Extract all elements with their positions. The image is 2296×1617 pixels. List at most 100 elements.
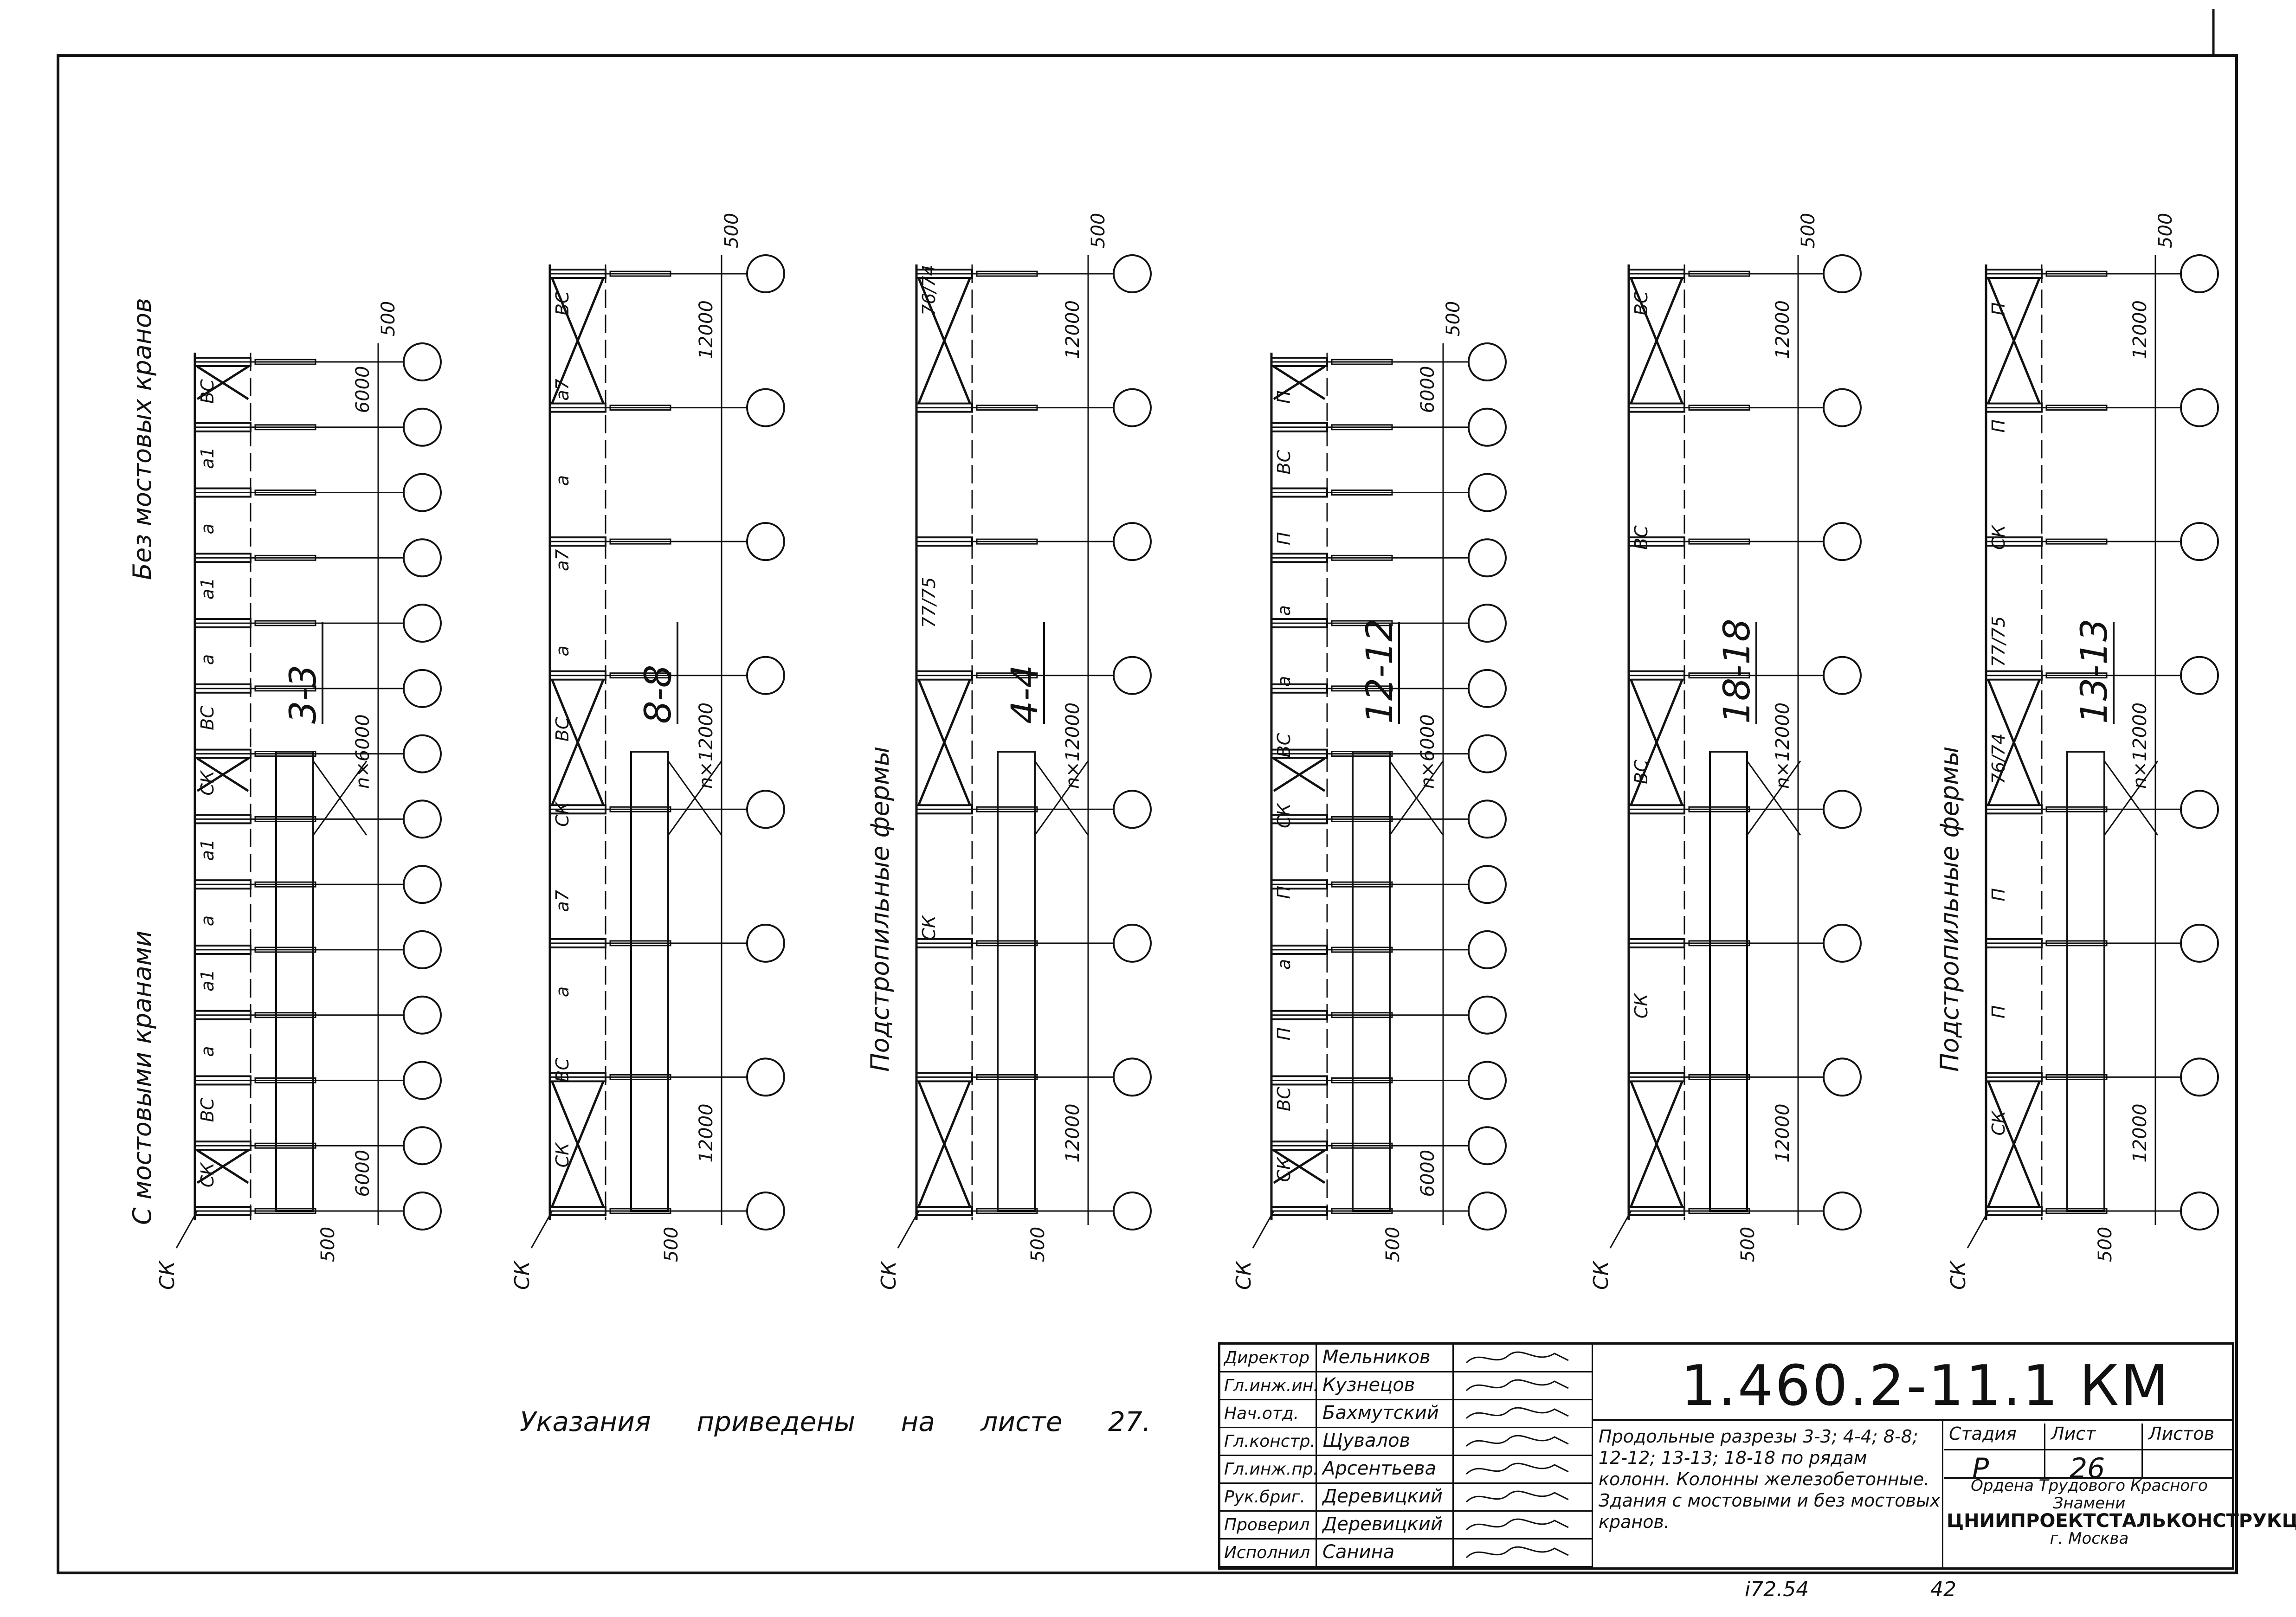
- section-title: 12-12: [1359, 618, 1401, 724]
- dimension-value: 500: [2095, 1227, 2116, 1262]
- approval-row: Гл.констр.Щувалов: [1220, 1428, 1592, 1456]
- grid-axis-marker: [403, 538, 442, 578]
- member-label: 77/75: [1988, 616, 2009, 667]
- member-label: СК: [552, 1142, 573, 1168]
- sheet-description: Продольные разрезы 3-3; 4-4; 8-8; 12-12;…: [1599, 1426, 1941, 1532]
- member-label: П: [1274, 886, 1294, 899]
- member-label: ВС: [197, 706, 218, 730]
- approval-row: Нач.отд.Бахмутский: [1220, 1400, 1592, 1428]
- member-label: а1: [197, 839, 218, 861]
- dimension-value: 500: [378, 301, 399, 336]
- dimension-value: n×12000: [1772, 702, 1793, 789]
- girder-segment: [976, 538, 1038, 545]
- grid-axis-marker: [1468, 995, 1507, 1035]
- girder-segment: [1688, 405, 1750, 411]
- grid-axis-marker: [403, 1061, 442, 1100]
- organization: Ордена Трудового Красного Знамени ЦНИИПР…: [1947, 1477, 2296, 1547]
- girder-segment: [1331, 685, 1393, 692]
- section-title: 18-18: [1716, 618, 1758, 724]
- bracing-cross: [1630, 679, 1683, 805]
- member-label: а: [1274, 959, 1294, 970]
- grid-axis-marker: [1468, 604, 1507, 643]
- bracing-cross: [1273, 1149, 1326, 1184]
- member-label: а1: [197, 969, 218, 991]
- sheets-label: Листов: [2148, 1424, 2214, 1444]
- grid-axis-marker: [1823, 388, 1862, 427]
- grid-axis-marker: [403, 799, 442, 839]
- member-label: а7: [552, 379, 573, 400]
- upper-note: Без мостовых кранов: [128, 298, 157, 580]
- member-label: ВС: [197, 379, 218, 404]
- member-label: СК: [1988, 1110, 2009, 1136]
- member-label: СК: [1274, 802, 1294, 828]
- girder-segment: [1688, 271, 1750, 277]
- girder-segment: [1331, 424, 1393, 431]
- bracing-cross: [196, 365, 249, 400]
- member-label: П: [1988, 419, 2009, 433]
- grid-axis-marker: [1823, 656, 1862, 695]
- member-label: ВС: [1274, 1087, 1294, 1111]
- approval-name: Бахмутский: [1322, 1402, 1439, 1424]
- grid-axis-marker: [2180, 923, 2219, 963]
- girder-segment: [254, 1012, 316, 1018]
- footer-left: i72.54: [1745, 1578, 1809, 1601]
- girder-segment: [254, 1142, 316, 1149]
- girder-segment: [254, 554, 316, 561]
- dimension-value: n×6000: [352, 714, 374, 789]
- member-label: а: [1274, 605, 1294, 616]
- girder-segment: [254, 685, 316, 692]
- girder-segment: [2045, 806, 2108, 812]
- grid-axis-marker: [1113, 1057, 1152, 1097]
- brace-line: [667, 760, 722, 836]
- signature-icon: [1462, 1430, 1582, 1457]
- dimension-value: 500: [1737, 1227, 1759, 1262]
- dimension-value: 500: [2155, 213, 2176, 248]
- leader-line: [175, 1211, 198, 1249]
- divider: [1944, 1449, 2232, 1450]
- member-label: ВС: [1631, 525, 1651, 550]
- divider: [1942, 1419, 1943, 1567]
- grid-axis-marker: [1113, 522, 1152, 561]
- member-label: ВС: [1274, 733, 1294, 757]
- approval-role: Исполнил: [1224, 1543, 1310, 1562]
- grid-axis-marker: [2180, 790, 2219, 829]
- grid-axis-marker: [1468, 1126, 1507, 1166]
- dimension-value: 6000: [1417, 366, 1438, 413]
- grid-axis-marker: [1823, 1192, 1862, 1230]
- signature-icon: [1462, 1541, 1582, 1569]
- bracing-cross: [196, 1149, 249, 1184]
- grid-axis-marker: [1823, 254, 1862, 293]
- grid-axis-marker: [746, 522, 785, 561]
- ck-label: СК: [1589, 1260, 1613, 1290]
- girder-segment: [1331, 881, 1393, 888]
- member-label: П: [1274, 390, 1294, 404]
- truss-note: Подстропильные фермы: [865, 746, 895, 1072]
- leader-line: [897, 1211, 920, 1249]
- divider: [2044, 1424, 2045, 1477]
- divider: [1944, 1477, 2232, 1479]
- girder-segment: [976, 806, 1038, 812]
- member-label: ВС: [1631, 291, 1651, 316]
- member-label: П: [1274, 1027, 1294, 1041]
- ck-label: СК: [510, 1260, 534, 1290]
- approval-name: Деревицкий: [1322, 1514, 1443, 1535]
- girder-segment: [254, 947, 316, 953]
- girder-segment: [1688, 940, 1750, 947]
- grid-axis-marker: [403, 734, 442, 773]
- lower-note: С мостовыми кранами: [128, 931, 157, 1225]
- grid-axis-marker: [746, 656, 785, 695]
- girder-segment: [254, 424, 316, 431]
- dimension-value: 500: [1798, 213, 1819, 248]
- girder-segment: [1688, 672, 1750, 679]
- girder-segment: [1688, 1074, 1750, 1080]
- girder-segment: [976, 1074, 1038, 1080]
- girder-segment: [1688, 1208, 1750, 1214]
- approval-row: Гл.инж.ин.Кузнецов: [1220, 1372, 1592, 1400]
- grid-axis-marker: [2180, 388, 2219, 427]
- member-label: а: [197, 523, 218, 534]
